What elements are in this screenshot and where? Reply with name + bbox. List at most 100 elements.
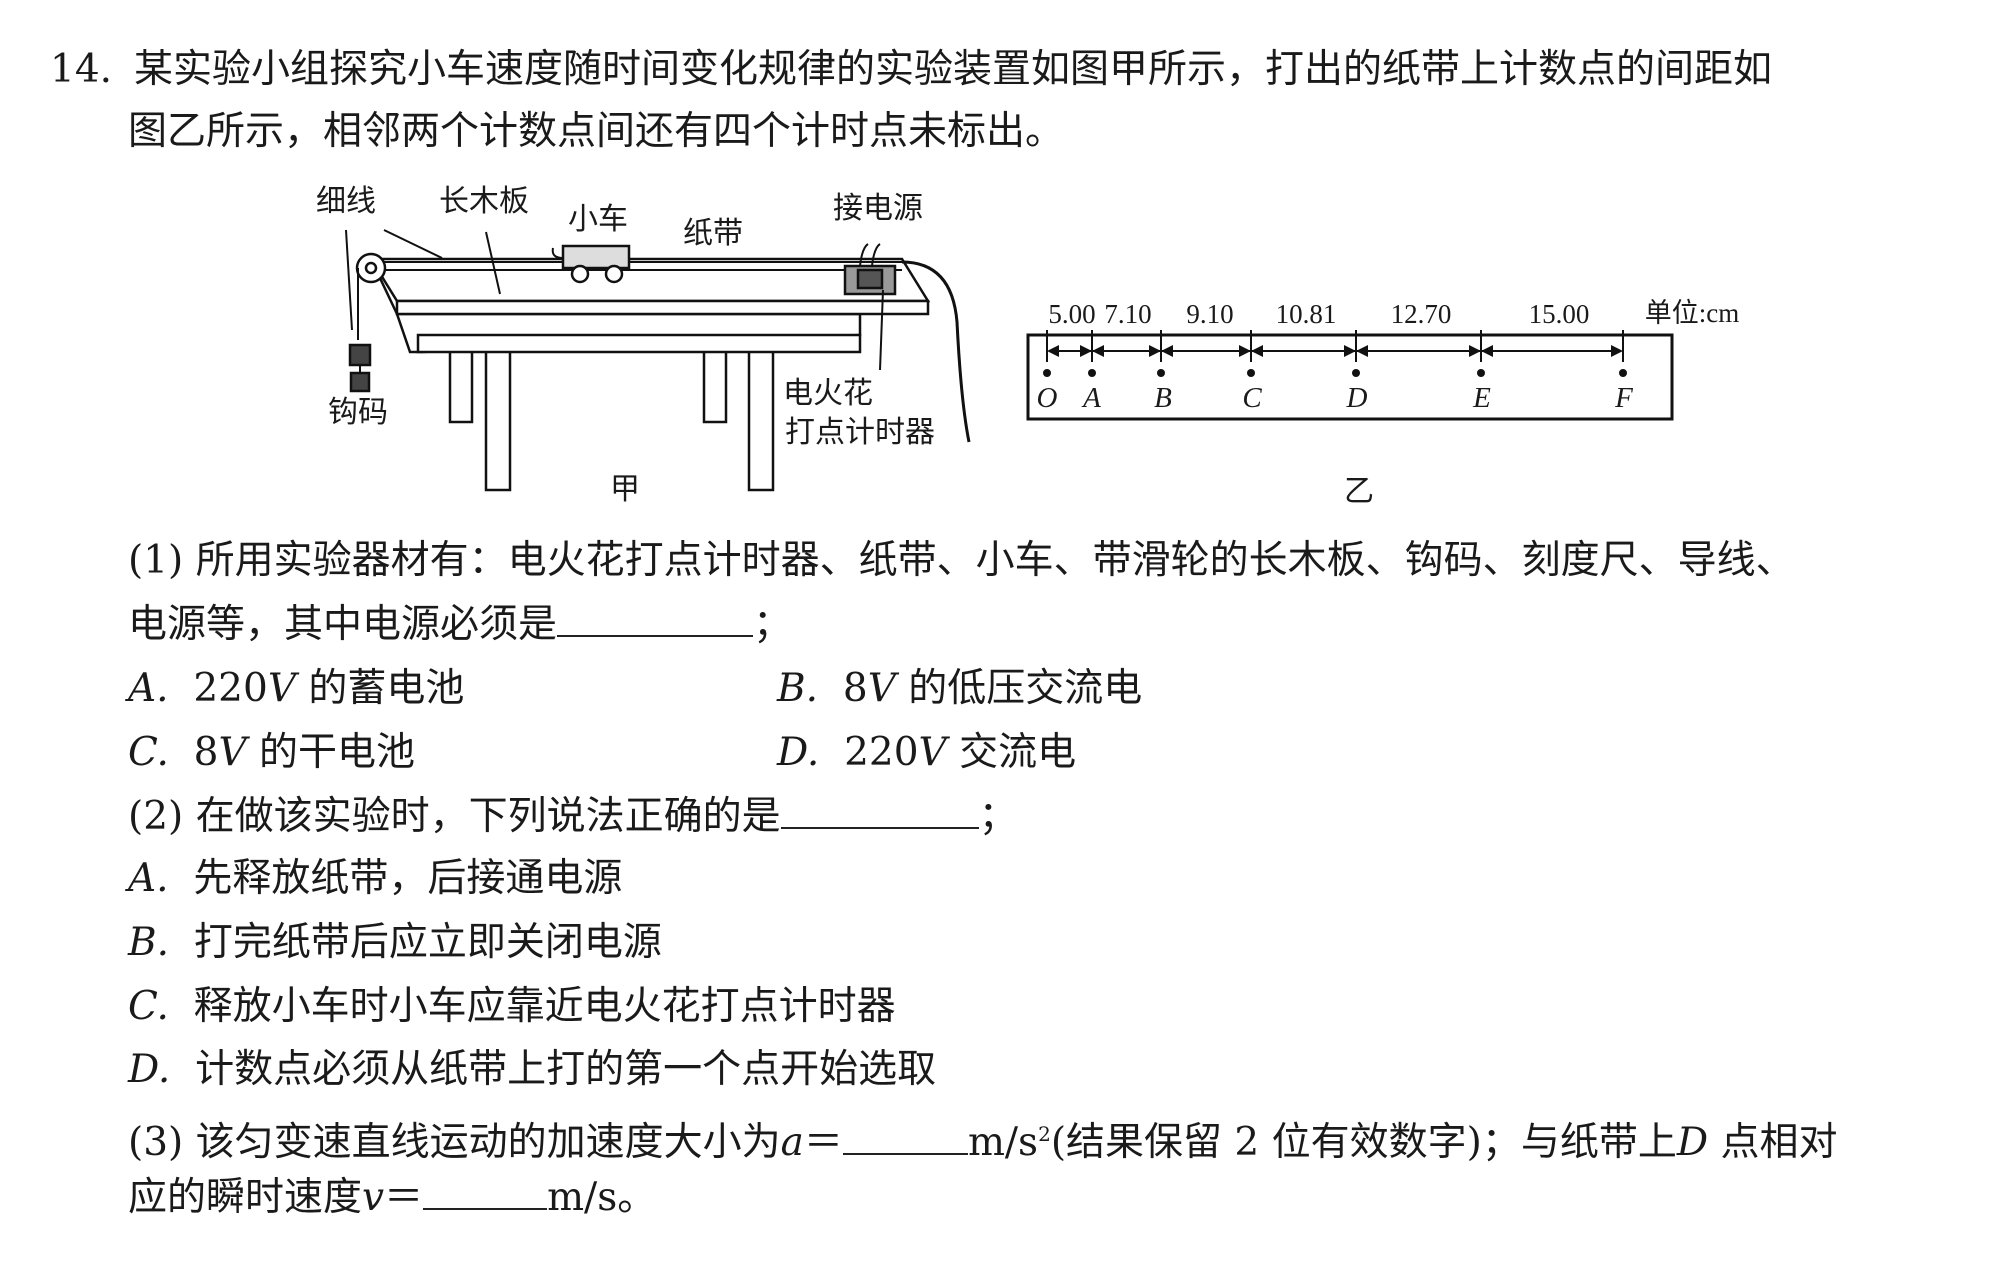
equals: ＝ [803, 1120, 843, 1165]
point-label: F [1615, 382, 1633, 414]
option-letter: C. [128, 730, 169, 775]
table-leg [448, 348, 474, 424]
interval-label: 12.70 [1390, 299, 1452, 329]
part3-line1: (3) 该匀变速直线运动的加速度大小为a＝ m/s2(结果保留 2 位有效数字)；… [128, 1109, 1838, 1168]
option-unit: V [867, 666, 896, 711]
interval-label: 7.10 [1104, 299, 1152, 329]
caption-yi: 乙 [1344, 474, 1374, 509]
part3-line2: 应的瞬时速度v＝ m/s。 [128, 1173, 656, 1223]
option-text: 释放小车时小车应靠近电火花打点计时器 [193, 984, 896, 1029]
count-dot [1477, 369, 1485, 377]
option-letter: D. [777, 730, 820, 775]
option-letter: A. [128, 856, 169, 901]
part2-option-b[interactable]: B. 打完纸带后应立即关闭电源 [128, 918, 662, 968]
table-leg [702, 348, 728, 424]
count-dot [1247, 369, 1255, 377]
count-dot [1157, 369, 1165, 377]
question-number: 14. [50, 47, 113, 92]
interval-label: 10.81 [1275, 299, 1337, 329]
var-v: v [362, 1175, 385, 1220]
equals: ＝ [384, 1175, 424, 1220]
answer-blank-velocity[interactable] [423, 1174, 548, 1210]
option-unit: V [218, 730, 247, 775]
part2-option-c[interactable]: C. 释放小车时小车应靠近电火花打点计时器 [128, 982, 896, 1032]
option-unit: V [918, 730, 947, 775]
part1-option-a[interactable]: A. 220V 的蓄电池 [128, 664, 464, 714]
apparatus-diagram [345, 229, 971, 492]
option-text: 计数点必须从纸带上打的第一个点开始选取 [195, 1047, 937, 1092]
caption-jia: 甲 [610, 472, 640, 507]
part1-line1: (1) 所用实验器材有：电火花打点计时器、纸带、小车、带滑轮的长木板、钩码、刻度… [128, 538, 1795, 583]
label-thread: 细线 [316, 184, 376, 219]
point-label: E [1473, 382, 1491, 414]
label-board: 长木板 [439, 184, 529, 219]
point-label: D [1346, 382, 1368, 414]
point-label: O [1036, 382, 1058, 414]
label-timer-line1: 电火花 [783, 376, 873, 411]
part3-line2-text: 应的瞬时速度 [128, 1175, 363, 1220]
unit-label: 单位:cm [1644, 298, 1740, 328]
label-weights: 钩码 [328, 395, 388, 430]
part1-end: ； [753, 602, 793, 647]
interval-label: 5.00 [1048, 299, 1096, 329]
option-voltage: 8 [193, 730, 219, 775]
part3-post: 点相对 [1708, 1120, 1838, 1165]
label-cart: 小车 [568, 202, 628, 237]
part1-option-d[interactable]: D. 220V 交流电 [777, 728, 1076, 778]
option-letter: B. [128, 920, 170, 965]
unit-ms: m/s。 [547, 1175, 657, 1220]
part3-text: (3) 该匀变速直线运动的加速度大小为 [128, 1120, 781, 1165]
hook-weight [348, 343, 372, 367]
table-leg [484, 348, 512, 492]
part3-mid: (结果保留 2 位有效数字)；与纸带上 [1050, 1120, 1677, 1165]
tape-diagram [1026, 330, 1674, 421]
part2-line1: (2) 在做该实验时，下列说法正确的是 ； [128, 792, 1018, 842]
count-dot [1043, 369, 1051, 377]
part1-option-c[interactable]: C. 8V 的干电池 [128, 728, 415, 778]
interval-label: 9.10 [1186, 299, 1234, 329]
option-letter: A. [128, 666, 169, 711]
part1-option-b[interactable]: B. 8V 的低压交流电 [777, 664, 1142, 714]
answer-blank-1[interactable] [557, 601, 754, 637]
count-dot [1619, 369, 1627, 377]
option-unit: V [267, 666, 296, 711]
part1-text: 电源等，其中电源必须是 [128, 602, 558, 647]
answer-blank-acceleration[interactable] [842, 1119, 968, 1155]
option-letter: C. [128, 984, 169, 1029]
paper-tape [1026, 333, 1674, 421]
label-power: 接电源 [833, 191, 923, 226]
point-label: A [1083, 382, 1101, 414]
option-text: 先释放纸带，后接通电源 [193, 856, 623, 901]
option-voltage: 8 [842, 666, 868, 711]
option-text: 的低压交流电 [895, 666, 1143, 711]
table-front [416, 333, 862, 354]
var-d: D [1676, 1120, 1709, 1165]
cart [561, 244, 631, 270]
unit-exponent: 2 [1038, 1122, 1051, 1146]
label-timer-line2: 打点计时器 [785, 415, 935, 450]
long-board-front [395, 299, 930, 316]
option-text: 的蓄电池 [295, 666, 465, 711]
count-dot [1088, 369, 1096, 377]
option-letter: B. [777, 666, 819, 711]
part1-line2: 电源等，其中电源必须是 ； [128, 600, 792, 650]
option-text: 的干电池 [246, 730, 416, 775]
option-letter: D. [128, 1047, 171, 1092]
label-tape: 纸带 [683, 216, 743, 251]
option-voltage: 220 [193, 666, 268, 711]
part2-option-d[interactable]: D. 计数点必须从纸带上打的第一个点开始选取 [128, 1045, 936, 1095]
part2-end: ； [978, 794, 1018, 839]
part2-option-a[interactable]: A. 先释放纸带，后接通电源 [128, 854, 622, 904]
unit-ms2: m/s [967, 1120, 1039, 1165]
option-text: 交流电 [946, 730, 1077, 775]
table-leg [747, 348, 775, 492]
hook-weight [349, 371, 371, 393]
point-label: C [1242, 382, 1262, 414]
question-stem-line2: 图乙所示，相邻两个计数点间还有四个计时点未标出。 [128, 109, 1065, 154]
option-voltage: 220 [844, 730, 919, 775]
var-a: a [780, 1120, 804, 1165]
part2-text: (2) 在做该实验时，下列说法正确的是 [128, 794, 781, 839]
count-dot [1352, 369, 1360, 377]
answer-blank-2[interactable] [780, 793, 979, 829]
